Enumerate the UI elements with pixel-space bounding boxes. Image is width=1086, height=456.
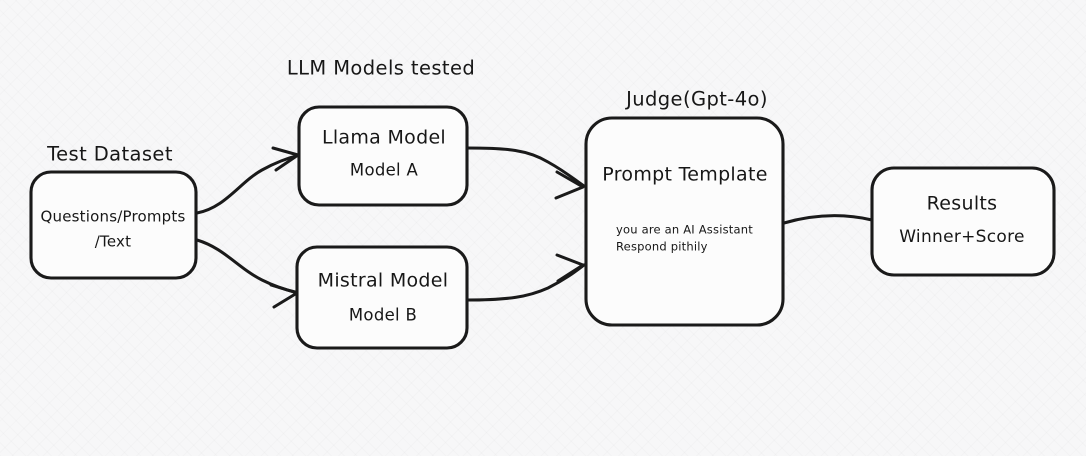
node-model-b-line1: Mistral Model [318,270,449,292]
node-results-line1: Results [927,193,998,215]
node-model-a-line2: Model A [350,161,419,180]
node-test-dataset-line1: Questions/Prompts [41,208,186,226]
node-results-line2: Winner+Score [899,227,1025,247]
node-test-dataset-line2: /Text [95,233,131,251]
edge-model-b-to-judge [465,253,586,302]
node-judge-prompt-line2: Respond pithily [616,240,708,254]
node-model-a-line1: Llama Model [322,127,446,149]
node-model-b-line2: Model B [349,306,417,325]
edge-dataset-to-model-b [195,238,301,309]
node-judge-prompt-line1: you are an AI Assistant [616,223,753,237]
label-judge: Judge(Gpt-4o) [624,88,768,111]
node-judge-prompt-template[interactable]: Prompt Template you are an AI Assistant … [584,116,785,327]
node-test-dataset-shape [29,170,198,280]
node-test-dataset[interactable]: Questions/Prompts /Text [29,170,198,280]
node-model-a-shape [297,105,469,207]
node-judge-shape [584,116,785,327]
label-llm-models-tested: LLM Models tested [287,57,475,80]
edge-judge-to-results [782,214,874,225]
edge-dataset-to-model-a [195,146,302,215]
node-model-a-llama[interactable]: Llama Model Model A [297,105,469,207]
node-model-b-shape [295,245,469,350]
edge-model-a-to-judge [465,146,586,200]
node-model-b-mistral[interactable]: Mistral Model Model B [295,245,469,350]
node-results-shape [870,166,1056,277]
node-results[interactable]: Results Winner+Score [870,166,1056,277]
node-judge-line1: Prompt Template [602,164,767,186]
label-test-dataset: Test Dataset [46,143,173,166]
